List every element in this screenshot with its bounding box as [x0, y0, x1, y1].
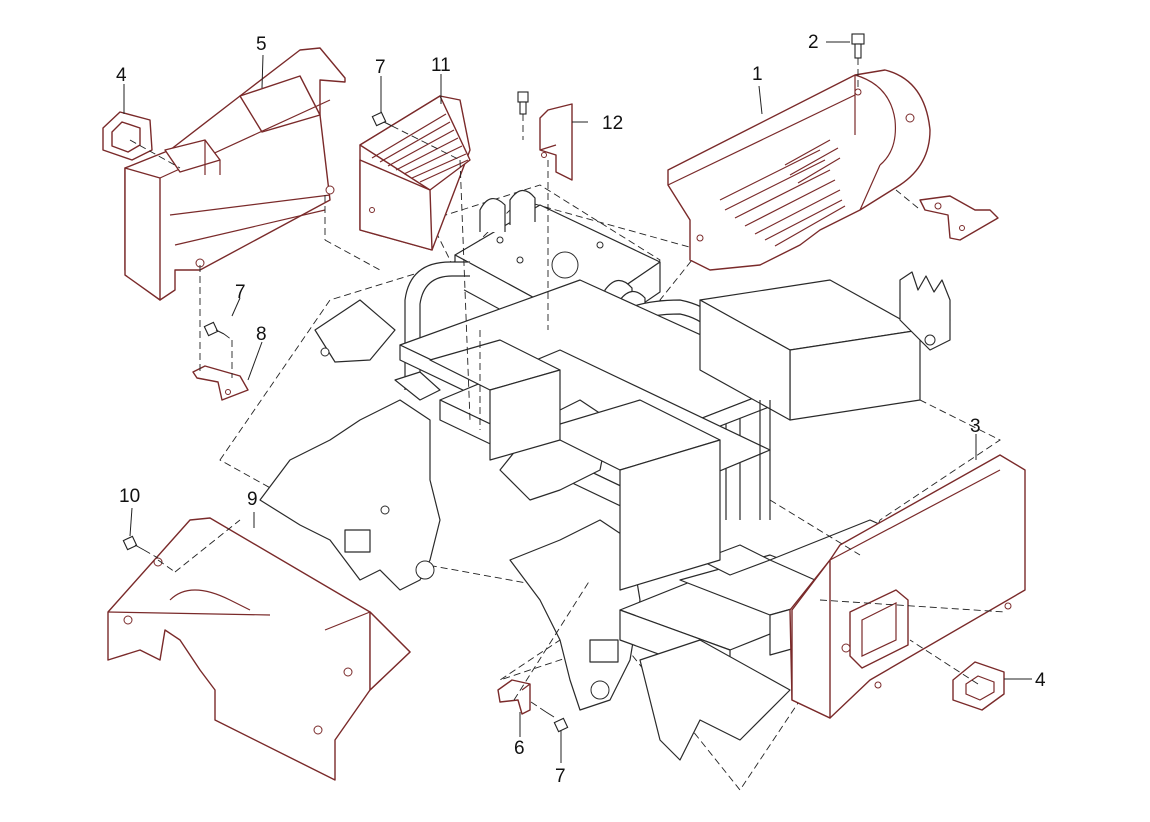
bolt-7-mid	[203, 321, 225, 337]
part-6-bracket	[497, 679, 531, 715]
main-frame	[219, 184, 1001, 791]
callout-9: 9	[247, 489, 258, 510]
part-9-left-lower-cover	[107, 517, 411, 781]
callout-8: 8	[256, 324, 267, 345]
part-12-bracket	[539, 103, 573, 181]
callout-7-bottom: 7	[555, 766, 566, 787]
callout-4-left: 4	[116, 65, 127, 86]
callout-12: 12	[602, 113, 623, 134]
part-5-left-cover	[124, 47, 346, 301]
part-1-right-cover	[667, 69, 999, 271]
bolt-7-top	[371, 111, 393, 127]
part-2-bolt	[851, 33, 865, 90]
callout-6: 6	[514, 738, 525, 759]
callout-10: 10	[119, 486, 140, 507]
callout-1: 1	[752, 64, 763, 85]
assembly-lines	[129, 114, 1006, 713]
callout-3: 3	[970, 416, 981, 437]
part-8-bracket	[192, 365, 249, 401]
part-11-grille	[359, 95, 471, 251]
part-3-right-lower-cover	[789, 454, 1026, 719]
callout-7-mid: 7	[235, 282, 246, 303]
bolt-7-bottom	[545, 711, 569, 733]
callout-4-right: 4	[1035, 670, 1046, 691]
callout-7-top: 7	[375, 57, 386, 78]
callout-2: 2	[808, 32, 819, 53]
part-4-clip-left	[102, 111, 153, 161]
callout-11: 11	[431, 55, 451, 76]
bolt-10	[122, 535, 145, 551]
callout-5: 5	[256, 34, 267, 55]
leader-lines	[123, 41, 1032, 763]
callout-labels: 1 2 3 4 4 5 6 7 7 7 8 9 10 11 12	[116, 32, 1046, 787]
part-4-clip-right	[952, 661, 1005, 711]
bolt-12	[517, 91, 529, 115]
